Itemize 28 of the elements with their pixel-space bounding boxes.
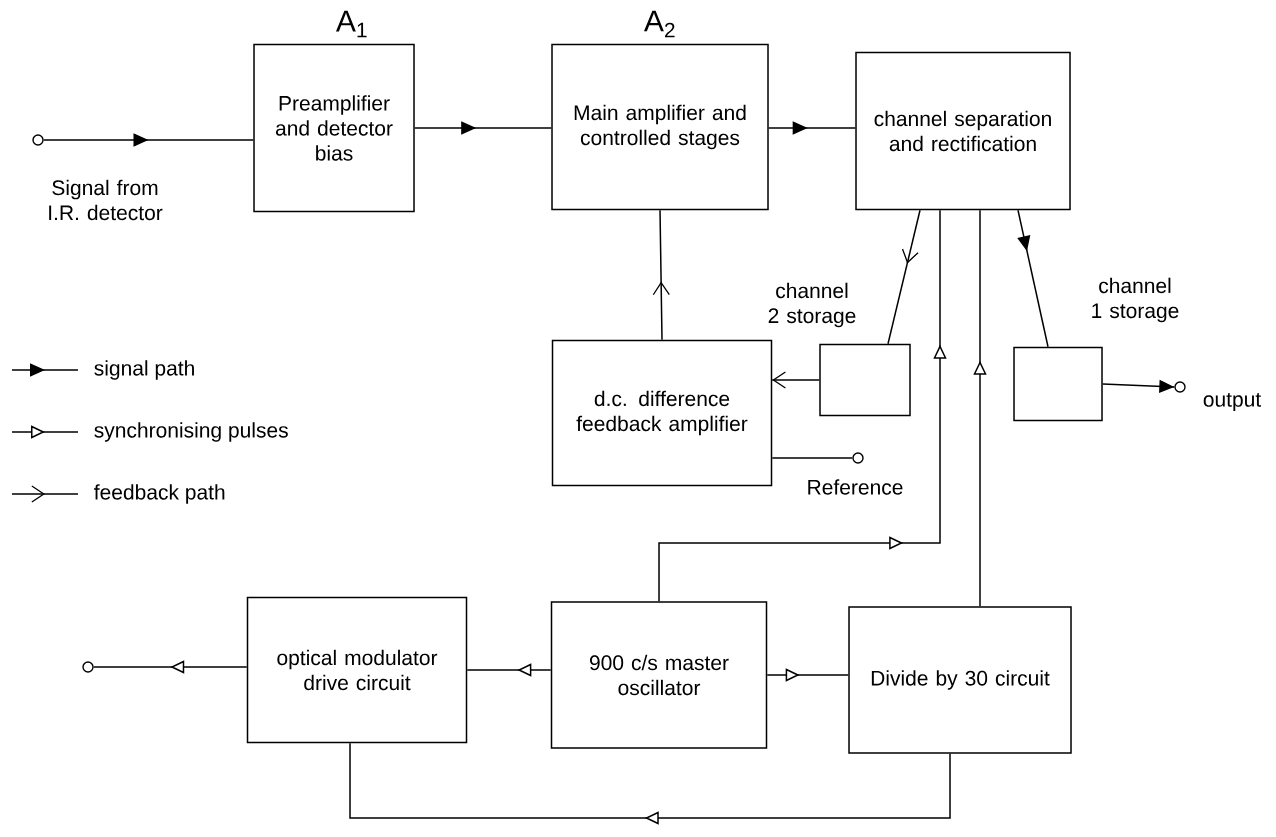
box-caption: channel 1 storage <box>1092 277 1179 323</box>
block-heading: A$_{1}$ <box>336 10 367 38</box>
terminal-label: Signal from I.R. detector <box>49 179 163 221</box>
connector-arrow <box>973 209 987 607</box>
block-heading: A$_{2}$ <box>644 10 675 38</box>
process-box: Divide by 30 circuit <box>848 606 1072 754</box>
process-box: 900 c/s master oscillator <box>550 601 768 749</box>
connector-arrow <box>766 668 849 682</box>
terminal-label: Reference <box>808 479 903 495</box>
process-box: channel separation and rectification <box>855 51 1071 211</box>
legend-label: synchronising pulses <box>94 422 288 442</box>
process-box: optical modulator drive circuit <box>246 596 468 744</box>
connector-arrow <box>771 371 820 389</box>
box-caption: channel 2 storage <box>768 282 856 328</box>
connector-arrow <box>349 742 951 825</box>
connector-arrow <box>658 209 947 602</box>
connector-arrow <box>42 133 254 147</box>
process-box: Main amplifier and controlled stages <box>551 43 769 211</box>
process-box: Preamplifier and detector bias <box>253 43 415 213</box>
process-box: d.c. difference feedback amplifier <box>551 339 773 487</box>
connector-arrow <box>466 663 552 677</box>
legend-label: feedback path <box>94 484 225 504</box>
connector-arrow <box>414 121 552 135</box>
connector-arrow <box>92 660 248 674</box>
legend-label: signal path <box>94 360 194 380</box>
terminal-label: output <box>1203 393 1262 411</box>
connector-arrow <box>1017 209 1049 348</box>
connector-arrow <box>768 121 856 135</box>
